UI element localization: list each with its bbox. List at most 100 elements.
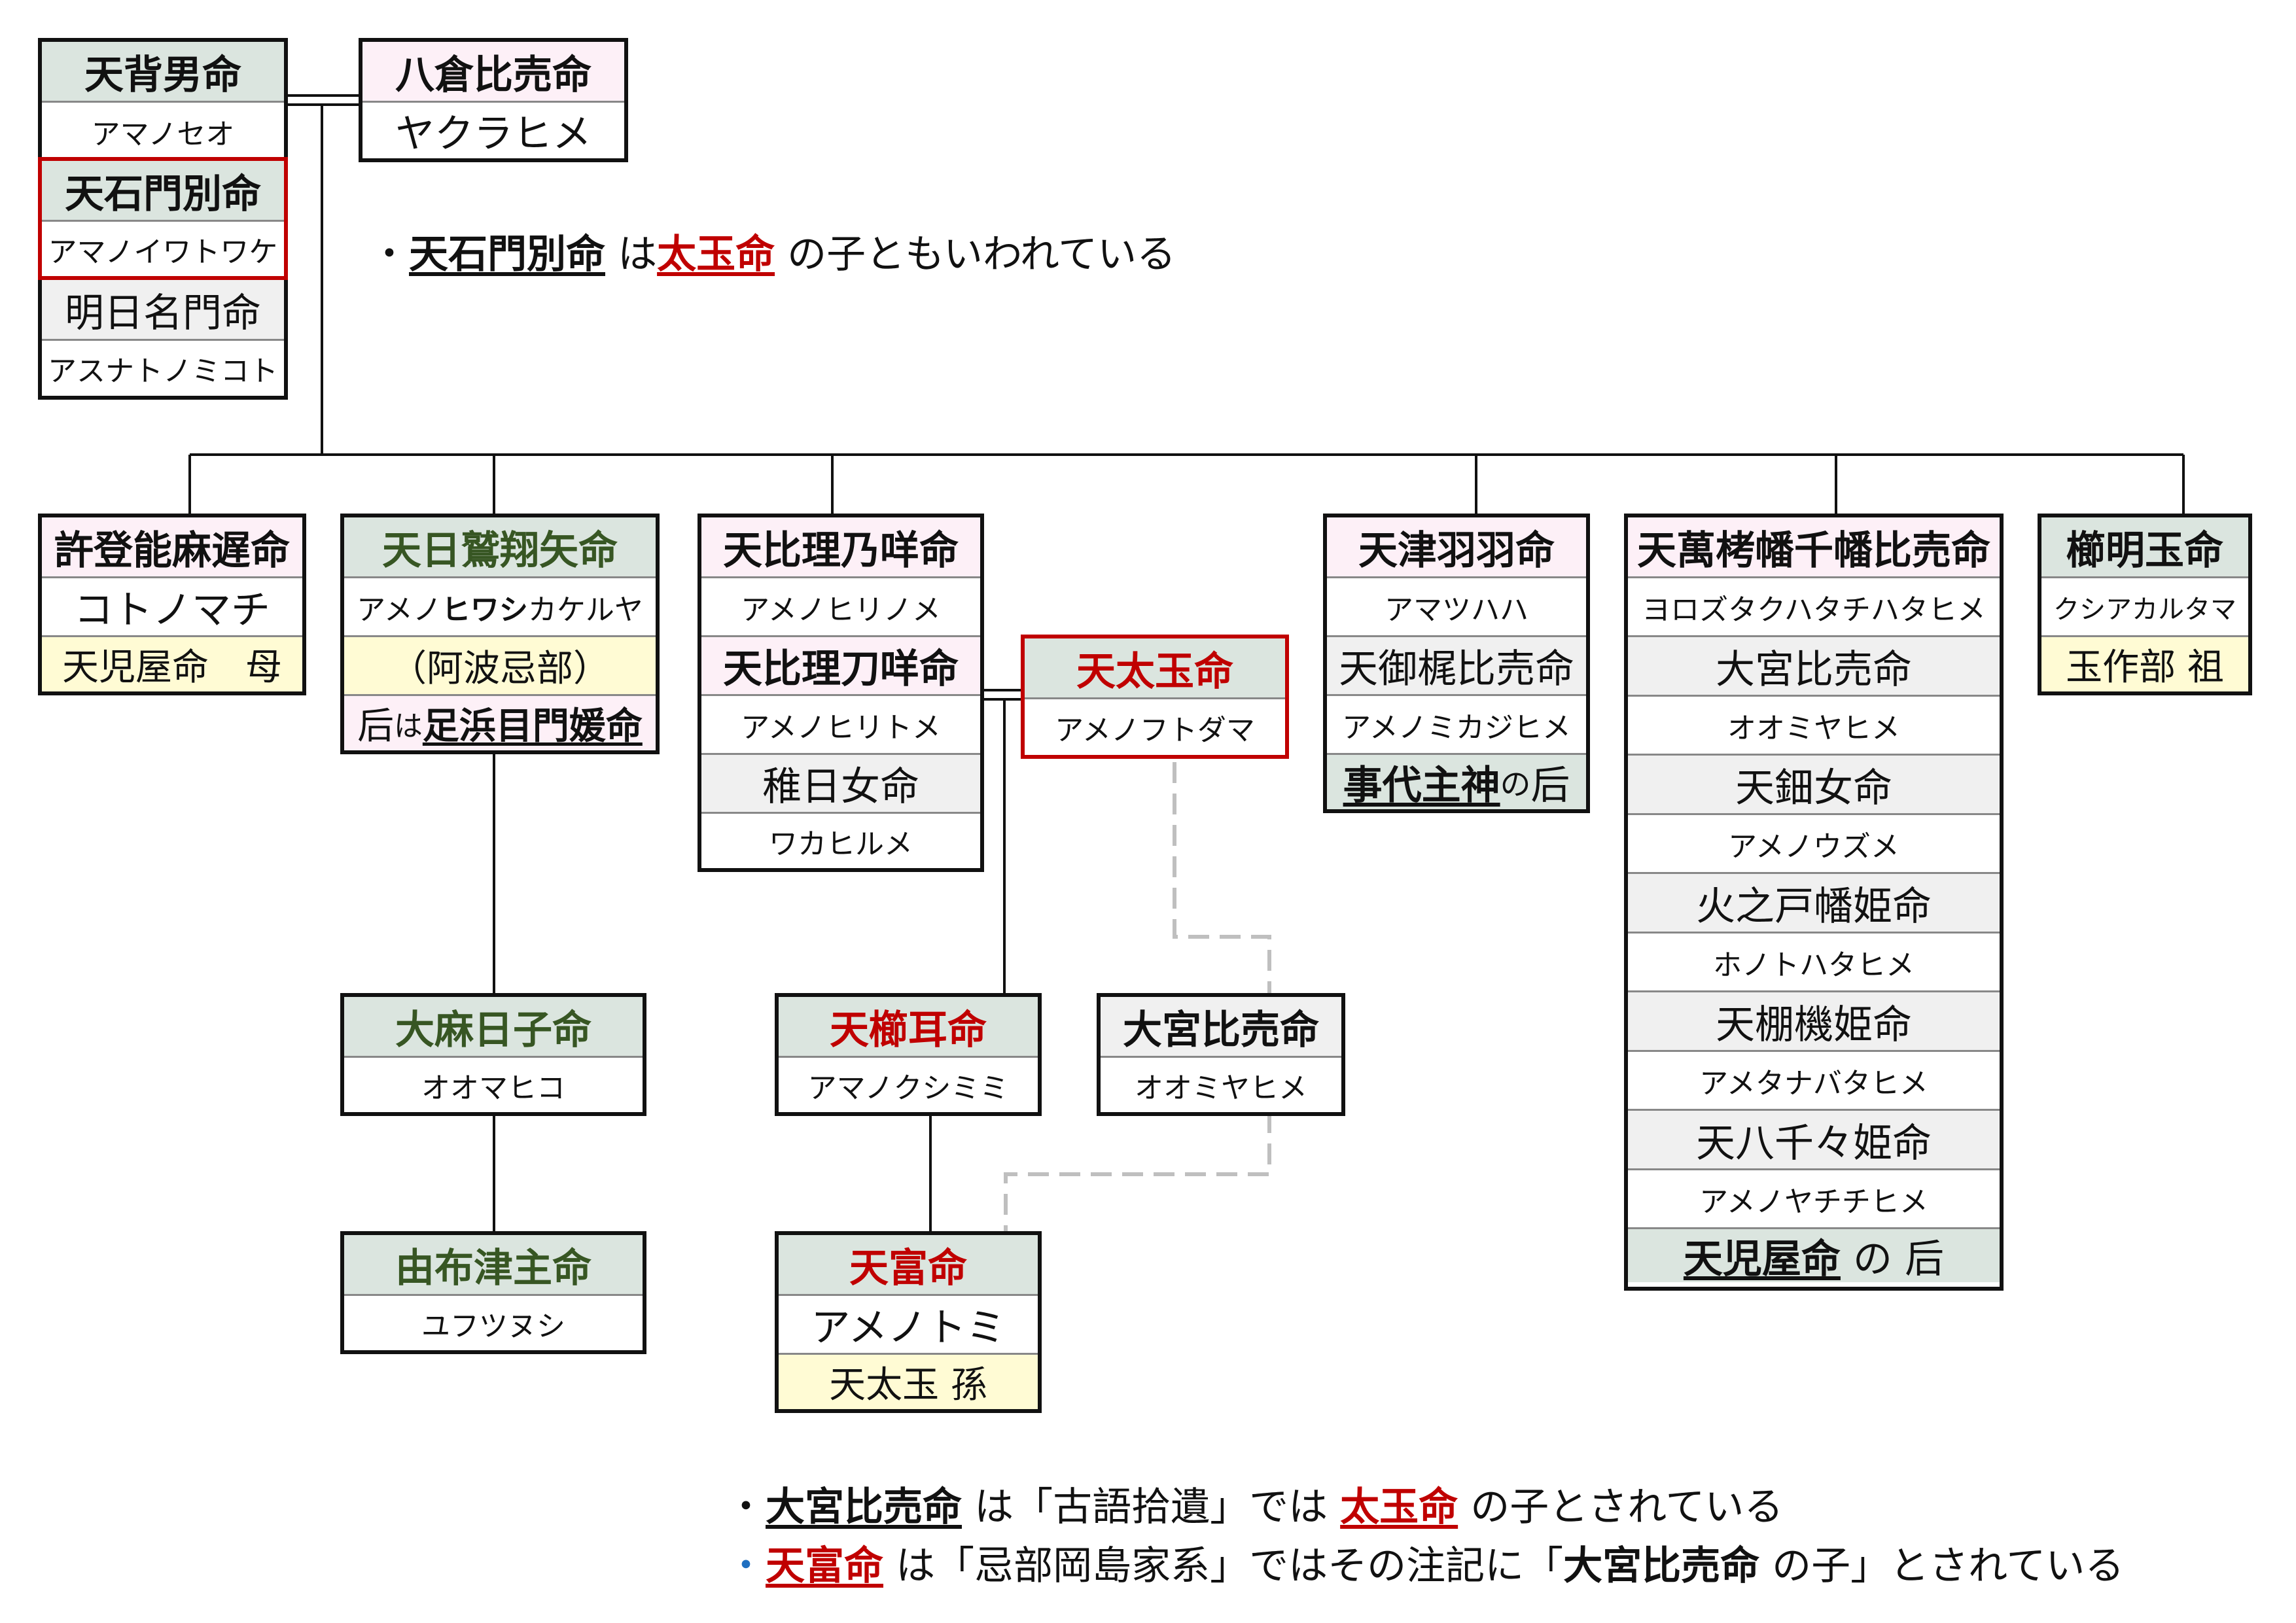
honotohata-name: 火之戸幡姫命 — [1628, 872, 2000, 932]
note-parent: 太玉命 — [1340, 1484, 1458, 1530]
note-bold-quote: 大宮比売命 — [1563, 1543, 1760, 1589]
kotonomachi-box: 許登能麻遅命 コトノマチ 天児屋命 母 — [38, 514, 306, 695]
amatsuhaha-name: 天津羽羽命 — [1327, 517, 1586, 576]
tanabata-reading: アメタナバタヒメ — [1628, 1050, 2000, 1109]
tomi-box: 天富命 アメノトミ 天太玉 孫 — [775, 1231, 1042, 1413]
koyane-suffix-b: 后 — [1905, 1236, 1945, 1282]
note-parent: 太玉命 — [657, 232, 775, 277]
amanoiwatowake-reading: アマノイワトワケ — [42, 220, 284, 276]
alt-descent-dashed — [1173, 762, 1271, 993]
note-rest: の子」とされている — [1772, 1543, 2125, 1589]
note-top: ・天石門別命 は太玉命 の子ともいわれている — [370, 222, 1176, 279]
note-rest: の子とされている — [1470, 1484, 1784, 1530]
tomi-reading: アメノトミ — [779, 1294, 1038, 1353]
note-bullet: ・ — [370, 232, 409, 277]
kushimimi-name: 天櫛耳命 — [779, 997, 1038, 1056]
omahiko-name: 大麻日子命 — [344, 997, 643, 1056]
yufutsu-box: 由布津主命 ユフツヌシ — [340, 1231, 646, 1354]
note-bullet: ・ — [726, 1484, 766, 1530]
kotonomachi-relation: 天児屋命 母 — [42, 635, 302, 691]
yufutsu-name: 由布津主命 — [344, 1235, 643, 1294]
note-bottom-1: ・大宮比売命 は「古語拾遺」では 太玉命 の子とされている — [726, 1475, 1783, 1532]
koyane-suffix-a: の — [1853, 1236, 1892, 1282]
yorozu-name: 天萬栲幡千幡比売命 — [1628, 517, 2000, 576]
hiwashi-wife: 后は足浜目門媛命 — [344, 694, 656, 750]
kotonomachi-name: 許登能麻遅命 — [42, 517, 302, 576]
amanoseo-reading: アマノセオ — [42, 101, 284, 160]
futodama-reading: アメノフトダマ — [1025, 697, 1285, 755]
hiwashi-wife-name: 足浜目門媛命 — [422, 705, 643, 748]
hiwashi-wife-mid: は — [394, 709, 423, 743]
yakurahime-reading: ヤクラヒメ — [362, 101, 624, 158]
amanoiwatowake-name: 天石門別命 — [42, 161, 284, 220]
uzume-name: 天鈿女命 — [1628, 754, 2000, 813]
hiwashi-reading-pre: アメノ — [357, 593, 442, 627]
mikajihime-reading: アメノミカジヒメ — [1327, 694, 1586, 753]
asunanomikoto-reading: アスナトノミコト — [42, 339, 284, 396]
amanoiwatowake-box: 天石門別命 アマノイワトワケ — [38, 157, 288, 280]
note-bullet: ・ — [726, 1543, 766, 1589]
amanoseo-name: 天背男命 — [42, 42, 284, 101]
kotoshiro-suffix-a: の — [1500, 767, 1531, 803]
omiyahime2-name: 大宮比売命 — [1101, 997, 1341, 1056]
asunanomikoto-name: 明日名門命 — [42, 280, 284, 339]
yakurahime-box: 八倉比売命 ヤクラヒメ — [359, 38, 628, 162]
hiritome-reading: アメノヒリトメ — [701, 694, 980, 753]
note-subject: 天石門別命 — [409, 232, 605, 277]
hiwashi-name: 天日鷲翔矢命 — [344, 517, 656, 576]
kotonomachi-reading: コトノマチ — [42, 576, 302, 635]
yachichi-reading: アメノヤチチヒメ — [1628, 1168, 2000, 1227]
hirinome-box: 天比理乃咩命 アメノヒリノメ 天比理刀咩命 アメノヒリトメ 稚日女命 ワカヒルメ — [698, 514, 984, 872]
hiwashi-reading: アメノヒワシカケルヤ — [344, 576, 656, 635]
koyane-wife: 天児屋命 の 后 — [1628, 1227, 2000, 1282]
hirinome-reading: アメノヒリノメ — [701, 576, 980, 635]
note-rest: の子ともいわれている — [787, 232, 1176, 277]
omiyahime2-reading: オオミヤヒメ — [1101, 1056, 1341, 1112]
alt-descent-dashed — [1004, 1112, 1271, 1231]
note-particle: は — [618, 232, 658, 277]
hiwashi-reading-bold: ヒワシ — [441, 593, 528, 627]
note-particle: は「忌部岡島家系」ではその注記に「 — [896, 1543, 1564, 1589]
note-particle: は「古語拾遺」では — [974, 1484, 1328, 1530]
tanabata-name: 天棚機姫命 — [1628, 990, 2000, 1050]
amatsuhaha-reading: アマツハハ — [1327, 576, 1586, 635]
omiyahime2-box: 大宮比売命 オオミヤヒメ — [1097, 993, 1345, 1116]
tomi-relation: 天太玉 孫 — [779, 1353, 1038, 1409]
omiyahime1-name: 大宮比売命 — [1628, 635, 2000, 695]
hirinome-name: 天比理乃咩命 — [701, 517, 980, 576]
note-subject: 大宮比売命 — [766, 1484, 962, 1530]
omiyahime1-reading: オオミヤヒメ — [1628, 695, 2000, 754]
kotoshiro-wife: 事代主神の后 — [1327, 753, 1586, 809]
kushimimi-reading: アマノクシミミ — [779, 1056, 1038, 1112]
asunanomikoto-cells: 明日名門命 アスナトノミコト — [42, 280, 284, 396]
koyane-name: 天児屋命 — [1683, 1236, 1841, 1282]
mikajihime-name: 天御梶比売命 — [1327, 635, 1586, 694]
yufutsu-reading: ユフツヌシ — [344, 1294, 643, 1350]
omahiko-reading: オオマヒコ — [344, 1056, 643, 1112]
uzume-reading: アメノウズメ — [1628, 813, 2000, 872]
kushiakaru-reading: クシアカルタマ — [2041, 576, 2248, 635]
kushimimi-box: 天櫛耳命 アマノクシミミ — [775, 993, 1042, 1116]
hiwashi-wife-pre: 后 — [357, 705, 395, 748]
yorozu-box: 天萬栲幡千幡比売命 ヨロズタクハタチハタヒメ 大宮比売命 オオミヤヒメ 天鈿女命… — [1624, 514, 2004, 1291]
hiwashi-clan: （阿波忌部） — [344, 635, 656, 694]
kushiakaru-name: 櫛明玉命 — [2041, 517, 2248, 576]
hiritome-name: 天比理刀咩命 — [701, 635, 980, 694]
yakurahime-name: 八倉比売命 — [362, 42, 624, 101]
yachichi-name: 天八千々姫命 — [1628, 1109, 2000, 1168]
hiwashi-reading-post: カケルヤ — [527, 593, 643, 627]
omahiko-box: 大麻日子命 オオマヒコ — [340, 993, 646, 1116]
futodama-name: 天太玉命 — [1025, 638, 1285, 697]
kushiakaru-relation: 玉作部 祖 — [2041, 635, 2248, 691]
wakahirume-reading: ワカヒルメ — [701, 812, 980, 868]
tomi-name: 天富命 — [779, 1235, 1038, 1294]
kotoshiro-suffix-b: 后 — [1530, 763, 1570, 809]
honotohata-reading: ホノトハタヒメ — [1628, 932, 2000, 990]
futodama-box: 天太玉命 アメノフトダマ — [1021, 635, 1289, 759]
note-bottom-2: ・天富命 は「忌部岡島家系」ではその注記に「大宮比売命 の子」とされている — [726, 1534, 2124, 1591]
hiwashi-box: 天日鷲翔矢命 アメノヒワシカケルヤ （阿波忌部） 后は足浜目門媛命 — [340, 514, 660, 754]
kushiakaru-box: 櫛明玉命 クシアカルタマ 玉作部 祖 — [2038, 514, 2252, 695]
wakahirume-name: 稚日女命 — [701, 753, 980, 812]
amatsuhaha-box: 天津羽羽命 アマツハハ 天御梶比売命 アメノミカジヒメ 事代主神の后 — [1323, 514, 1590, 813]
